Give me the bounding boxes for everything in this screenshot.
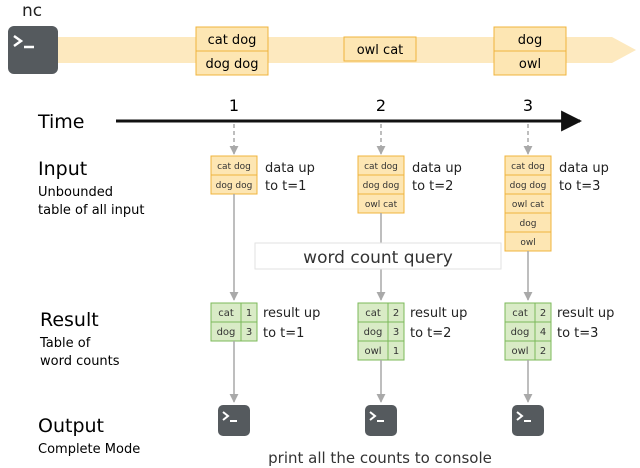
- result-note: to t=2: [410, 326, 451, 341]
- result-count-cell: [387, 340, 405, 361]
- time-label: Time: [37, 111, 85, 133]
- input-note: data up: [559, 161, 609, 176]
- result-word: cat: [218, 308, 234, 319]
- input-note: to t=2: [412, 179, 453, 194]
- result-count: 2: [540, 346, 546, 357]
- result-word: dog: [364, 327, 383, 338]
- input-table-row: owl cat: [512, 200, 545, 210]
- time-tick-label: 3: [523, 96, 533, 115]
- result-word: cat: [365, 308, 381, 319]
- stream-batch: owl cat: [343, 36, 417, 62]
- input-table-row: dog: [520, 219, 537, 229]
- stream-batch: dog owl: [493, 26, 567, 76]
- stream-batch-row: owl: [519, 57, 541, 72]
- result-row-subtitle: Table of: [39, 336, 91, 351]
- source-label: nc: [22, 1, 42, 21]
- stream-batch: cat dog dog dog: [195, 26, 269, 76]
- input-table-row: owl: [520, 238, 535, 248]
- result-row-title: Result: [40, 309, 99, 331]
- time-tick-label: 1: [229, 96, 239, 115]
- result-count: 4: [540, 327, 546, 338]
- stream-batch-row: dog dog: [205, 57, 258, 72]
- result-word: owl: [511, 346, 528, 357]
- input-table-row: dog dog: [510, 181, 547, 191]
- input-note: to t=3: [559, 179, 600, 194]
- stream-batches: cat dog dog dog owl cat dog owl: [195, 26, 567, 76]
- input-row-subtitle: table of all input: [38, 203, 144, 218]
- result-count: 2: [393, 308, 399, 319]
- result-note: result up: [410, 306, 467, 321]
- terminal-prompt-glyph: [222, 411, 230, 421]
- result-row-subtitle: word counts: [40, 354, 120, 369]
- output-row-title: Output: [38, 415, 104, 437]
- result-note: result up: [263, 306, 320, 321]
- result-note: to t=1: [263, 326, 304, 341]
- stream-batch-row: dog: [518, 33, 542, 48]
- result-word: dog: [217, 327, 236, 338]
- input-table-row: dog dog: [216, 181, 253, 191]
- time-tick-label: 2: [376, 96, 386, 115]
- terminal-prompt-glyph: [516, 411, 524, 421]
- result-count: 1: [246, 308, 252, 319]
- output-row-subtitle: Complete Mode: [38, 442, 140, 457]
- stream-batch-row: owl cat: [357, 43, 404, 58]
- input-row-title: Input: [38, 158, 87, 180]
- input-note: to t=1: [265, 179, 306, 194]
- result-note: result up: [557, 306, 614, 321]
- result-count: 3: [246, 327, 252, 338]
- result-word: owl: [364, 346, 381, 357]
- time-step-columns: cat dog dog dog data up to t=1 cat 1 dog 3 resul…: [210, 155, 614, 436]
- terminal-prompt-glyph: [369, 411, 377, 421]
- input-table-row: owl cat: [365, 200, 398, 210]
- result-word: dog: [511, 327, 530, 338]
- input-note: data up: [412, 161, 462, 176]
- query-banner: [254, 242, 502, 270]
- input-note: data up: [265, 161, 315, 176]
- input-stream-band: [30, 37, 636, 63]
- result-count: 1: [393, 346, 399, 357]
- result-count: 3: [393, 327, 399, 338]
- input-table-row: cat dog: [511, 162, 545, 172]
- result-count-cell: [240, 321, 258, 342]
- input-table-row: cat dog: [217, 162, 251, 172]
- query-label: word count query: [303, 248, 453, 268]
- result-note: to t=3: [557, 326, 598, 341]
- result-count: 2: [540, 308, 546, 319]
- stream-batch-row: cat dog: [208, 33, 257, 48]
- input-table-row: cat dog: [364, 162, 398, 172]
- result-count-cell: [534, 340, 552, 361]
- source-terminal-icon: [8, 26, 58, 74]
- input-row-subtitle: Unbounded: [38, 185, 113, 200]
- console-caption: print all the counts to console: [268, 449, 492, 467]
- result-word: cat: [512, 308, 528, 319]
- input-table-row: dog dog: [363, 181, 400, 191]
